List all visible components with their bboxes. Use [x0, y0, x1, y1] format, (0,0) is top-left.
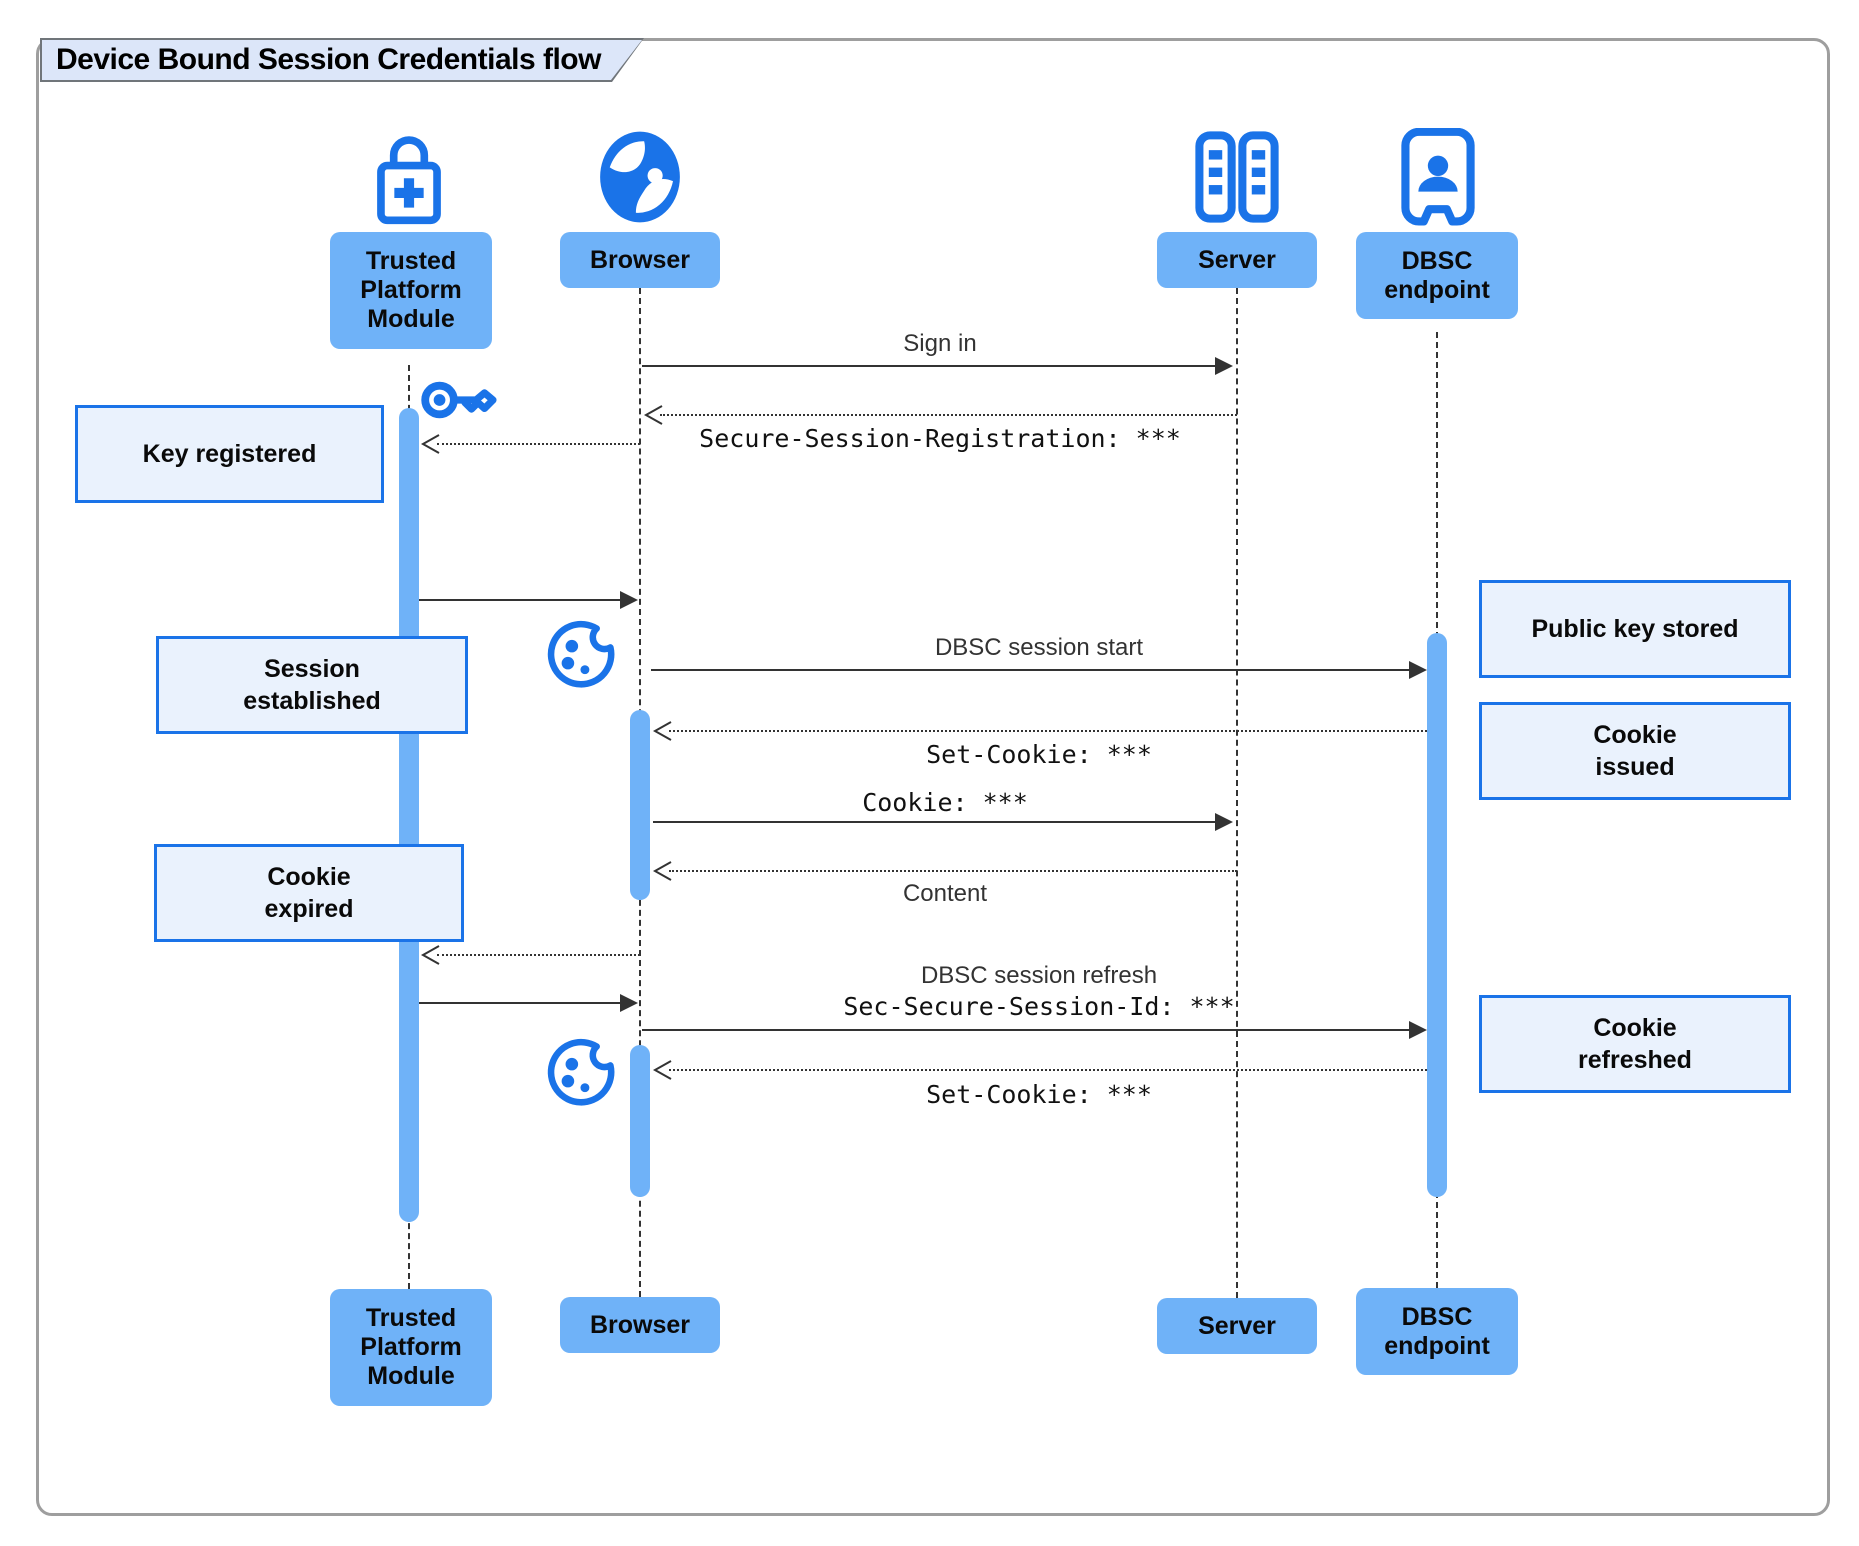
actor-label-tpm-top: Trusted Platform Module [330, 232, 492, 349]
lifeline-server [1236, 288, 1238, 1298]
arrowhead-filled-right [620, 994, 638, 1012]
message-line [437, 443, 640, 445]
arrowhead-filled-right [1215, 357, 1233, 375]
message-sign-in: Sign in [903, 330, 977, 357]
cookie-icon [543, 1038, 619, 1111]
actor-label-browser-bottom: Browser [560, 1297, 720, 1353]
message-sec-secure-session-id: Sec-Secure-Session-Id: *** [843, 992, 1235, 1021]
note-cookie-issued: Cookie issued [1479, 702, 1791, 800]
message-line [419, 599, 622, 601]
message-set-cookie-1: Set-Cookie: *** [926, 740, 1152, 769]
arrowhead-filled-right [1215, 813, 1233, 831]
globe-icon [596, 128, 684, 231]
message-line [642, 365, 1219, 367]
actor-label-dbsc-top: DBSC endpoint [1356, 232, 1518, 319]
arrowhead-filled-right [620, 591, 638, 609]
message-secure-session-registration: Secure-Session-Registration: *** [699, 424, 1181, 453]
diagram-title-tab: Device Bound Session Credentials flow [40, 38, 644, 82]
message-line [669, 870, 1237, 872]
kiosk-person-icon [1400, 127, 1476, 233]
note-cookie-expired: Cookie expired [154, 844, 464, 942]
message-dbsc-session-start: DBSC session start [934, 634, 1144, 661]
note-key-registered: Key registered [75, 405, 384, 503]
note-public-key-stored: Public key stored [1479, 580, 1791, 678]
note-cookie-refreshed: Cookie refreshed [1479, 995, 1791, 1093]
arrowhead-filled-right [1409, 1021, 1427, 1039]
arrowhead-open-left [419, 943, 441, 972]
message-line [653, 821, 1219, 823]
key-icon [420, 372, 506, 433]
actor-label-tpm-bottom: Trusted Platform Module [330, 1289, 492, 1406]
arrowhead-open-left [642, 403, 664, 432]
cookie-icon [543, 620, 619, 693]
activation-bar-dbsc [1427, 633, 1447, 1197]
message-line [437, 954, 640, 956]
actor-label-server-top: Server [1157, 232, 1317, 288]
arrowhead-open-left [651, 1058, 673, 1087]
server-icon [1194, 130, 1280, 229]
message-set-cookie-2: Set-Cookie: *** [926, 1080, 1152, 1109]
actor-label-dbsc-bottom: DBSC endpoint [1356, 1288, 1518, 1375]
arrowhead-open-left [651, 859, 673, 888]
arrowhead-open-left [419, 432, 441, 461]
actor-label-server-bottom: Server [1157, 1298, 1317, 1354]
message-line [651, 669, 1409, 671]
message-line [669, 1069, 1427, 1071]
diagram-title: Device Bound Session Credentials flow [56, 43, 601, 76]
message-line [669, 730, 1427, 732]
actor-label-browser-top: Browser [560, 232, 720, 288]
message-line [642, 1029, 1409, 1031]
message-dbsc-session-refresh: DBSC session refresh [920, 962, 1158, 989]
message-line [660, 414, 1237, 416]
message-cookie: Cookie: *** [862, 788, 1028, 817]
lock-plus-icon [368, 126, 450, 233]
arrowhead-open-left [651, 719, 673, 748]
activation-bar-browser-1 [630, 710, 650, 900]
message-content: Content [902, 880, 988, 907]
message-line [419, 1002, 622, 1004]
activation-bar-tpm [399, 408, 419, 1222]
note-session-established: Session established [156, 636, 468, 734]
arrowhead-filled-right [1409, 661, 1427, 679]
activation-bar-browser-2 [630, 1045, 650, 1197]
